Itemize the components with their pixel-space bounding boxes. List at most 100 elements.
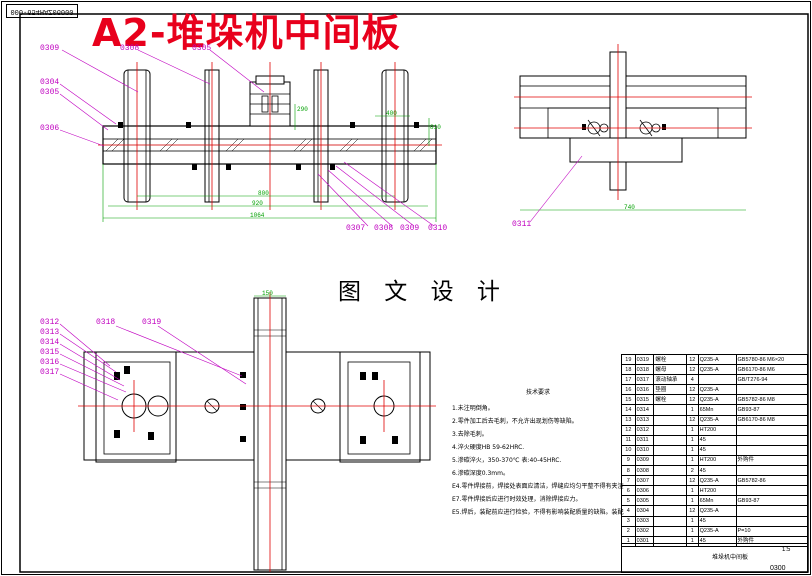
bom-cell: 12: [685, 353, 699, 366]
inner-frame: [19, 13, 809, 573]
bom-cell: [735, 434, 809, 446]
bom-cell: 0307: [634, 475, 655, 487]
bom-cell: 9: [621, 454, 636, 467]
bom-cell: GB6170-86 M8: [735, 414, 809, 426]
bom-cell: [735, 485, 809, 497]
callout-0312: 0312: [40, 318, 60, 327]
bom-cell: 5: [621, 495, 636, 507]
bom-cell: 0316: [634, 384, 655, 396]
bom-cell: GB6170-86 M6: [735, 364, 809, 376]
bom-cell: 0302: [634, 525, 655, 537]
dim-920: 920: [252, 200, 263, 207]
bom-cell: 0317: [634, 374, 655, 386]
bom-cell: [653, 414, 687, 426]
side-view: [514, 44, 752, 211]
bom-cell: GB/T276-94: [735, 374, 809, 386]
note-line: E5.焊后，装配前应进行检验，不得有影响装配质量的缺陷。装配后检查，各运动部件应…: [452, 509, 624, 516]
callout-0310: 0310: [428, 224, 448, 233]
callout-0318: 0318: [96, 318, 116, 327]
title-block: 堆垛机中间板 1:5 0300: [621, 543, 808, 573]
bom-cell: 1: [685, 434, 699, 446]
bom-cell: 2: [621, 525, 636, 537]
plan-view: [78, 292, 436, 572]
callout-0316: 0316: [40, 358, 60, 367]
bom-cell: 1: [685, 515, 699, 527]
note-line: 6.渗碳深度0.3mm。: [452, 470, 509, 477]
bom-cell: [735, 424, 809, 436]
bom-cell: 17: [621, 374, 636, 386]
bom-cell: [653, 434, 687, 446]
dim-800: 800: [258, 190, 269, 197]
bom-cell: [735, 465, 809, 477]
bom-cell: GB5782-86: [735, 475, 809, 487]
callout-0314: 0314: [40, 338, 60, 347]
bom-cell: 0304: [634, 505, 655, 517]
bom-cell: 6: [621, 485, 636, 497]
bom-cell: Q235-A: [697, 384, 737, 396]
bom-cell: Q235-A: [697, 364, 737, 376]
bom-cell: 1: [685, 444, 699, 456]
bom-cell: 19: [621, 353, 636, 366]
bom-cell: 12: [685, 384, 699, 396]
bom-cell: GB5782-86 M8: [735, 394, 809, 406]
callout-0307: 0307: [346, 224, 366, 233]
bom-cell: 4: [621, 505, 636, 517]
bom-cell: [653, 495, 687, 507]
bom-cell: [653, 535, 687, 547]
drawing-stamp: 000-654HAZ06000: [6, 4, 78, 18]
callout-0317: 0317: [40, 368, 60, 377]
bom-cell: 1: [685, 485, 699, 497]
bom-cell: 0308: [634, 465, 655, 477]
bom-cell: P=10: [735, 525, 809, 537]
bom-cell: 1: [685, 525, 699, 537]
note-line: 1.未注明倒角。: [452, 405, 494, 412]
bom-cell: 0312: [634, 424, 655, 436]
bom-cell: 15: [621, 394, 636, 406]
bom-cell: 14: [621, 404, 636, 416]
note-line: 2.零件加工后去毛刺，不允许出现划伤等缺陷。: [452, 418, 578, 425]
bom-cell: 垫圈: [653, 384, 687, 396]
bom-cell: 0313: [634, 414, 655, 426]
bom-cell: 12: [685, 394, 699, 406]
callout-0305: 0305: [40, 88, 60, 97]
bom-cell: [653, 505, 687, 517]
bom-cell: [653, 485, 687, 497]
bom-cell: Q235-A: [697, 475, 737, 487]
dim-740: 740: [624, 204, 635, 211]
bom-cell: [735, 505, 809, 517]
bom-cell: 12: [685, 475, 699, 487]
bom-cell: GB93-87: [735, 404, 809, 416]
part-name: 堆垛机中间板: [712, 555, 749, 561]
bom-cell: 1: [685, 495, 699, 507]
bom-cell: 2: [685, 465, 699, 477]
front-view: [98, 62, 442, 222]
bom-cell: Q235-A: [697, 394, 737, 406]
bom-cell: 1: [685, 404, 699, 416]
bom-cell: 12: [685, 505, 699, 517]
dim-400: 400: [386, 110, 397, 117]
dim-1064: 1064: [250, 212, 265, 219]
bom-cell: Q235-A: [697, 414, 737, 426]
bom-cell: 13: [621, 414, 636, 426]
callout-0319: 0319: [142, 318, 162, 327]
bom-cell: 0306: [634, 485, 655, 497]
bom-cell: [735, 515, 809, 527]
callout-0304: 0304: [40, 78, 60, 87]
notes-title: 技术要求: [525, 389, 550, 396]
bom-cell: [653, 525, 687, 537]
bom-cell: 10: [621, 444, 636, 456]
bom-cell: HT200: [697, 454, 737, 467]
bom-cell: [735, 444, 809, 456]
bom-cell: 45: [697, 444, 737, 456]
bom-cell: 4: [685, 374, 699, 386]
